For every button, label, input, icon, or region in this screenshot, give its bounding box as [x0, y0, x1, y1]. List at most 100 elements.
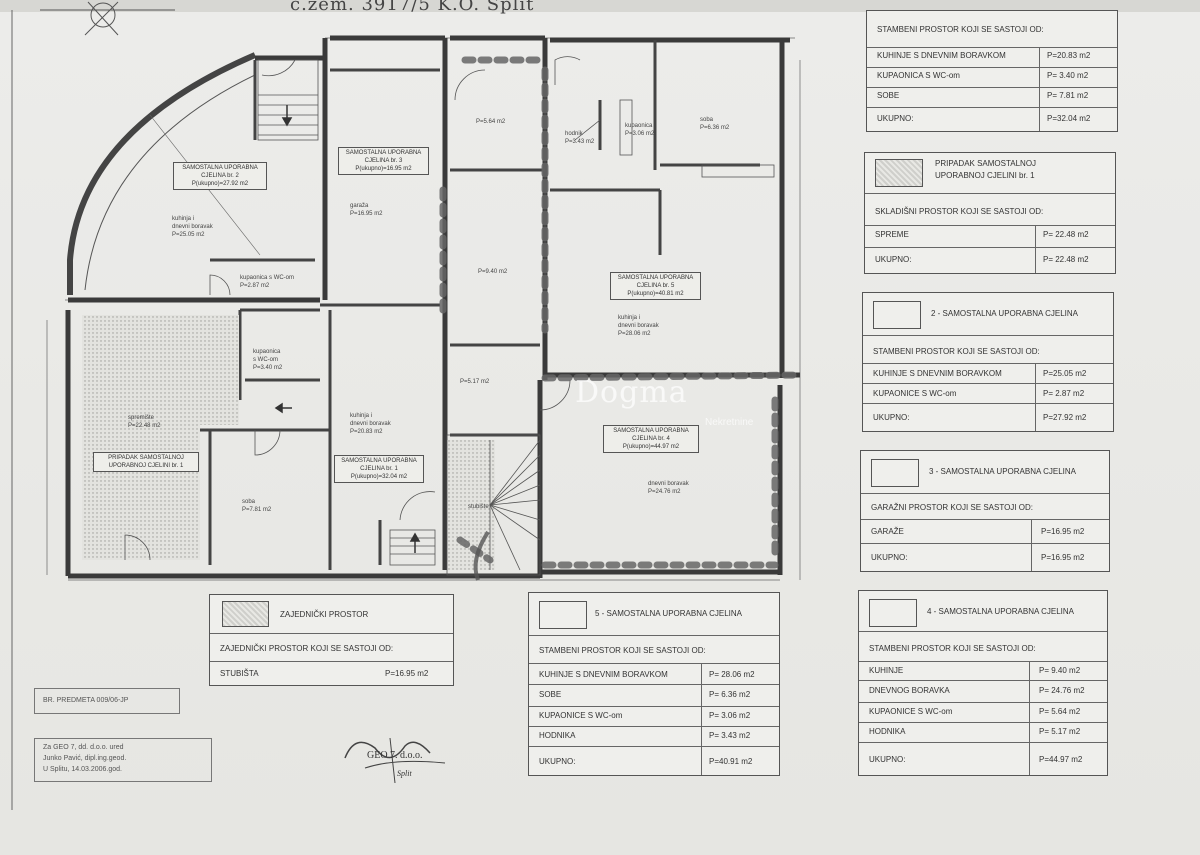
- t3-row0-label: GARAŽNI PROSTOR KOJI SE SASTOJI OD:: [871, 503, 1033, 512]
- room-kitchen-2: kuhinja i dnevni boravak P=25.05 m2: [172, 215, 213, 239]
- annex-row0-label: SKLADIŠNI PROSTOR KOJI SE SASTOJI OD:: [875, 207, 1044, 216]
- t1-row4-value: P=32.04 m2: [1047, 114, 1091, 123]
- room-hall-4: P=5.17 m2: [460, 378, 489, 386]
- unit1-line1: SAMOSTALNA UPORABNA: [341, 458, 417, 464]
- t2-row2-label: KUPAONICE S WC-om: [873, 389, 957, 398]
- annex-line1: PRIPADAK SAMOSTALNOJ: [108, 455, 184, 461]
- annex-row2-label: UKUPNO:: [875, 255, 912, 264]
- unit3-label-box: SAMOSTALNA UPORABNA CJELINA br. 3 P(ukup…: [338, 147, 429, 175]
- room-living-4-l2: P=24.76 m2: [648, 489, 681, 495]
- unit1-line2: CJELINA br. 1: [360, 466, 398, 472]
- t4-row5-value: P=44.97 m2: [1039, 755, 1083, 764]
- room-kitchen-1-l1: kuhinja i: [350, 413, 373, 419]
- room-bedroom-1: soba P=7.81 m2: [242, 498, 271, 514]
- unit3-swatch: [871, 459, 919, 487]
- t4-row3-value: P= 5.64 m2: [1039, 707, 1081, 716]
- annex-row1-value: P= 22.48 m2: [1043, 230, 1089, 239]
- t4-row1-label: KUHINJE: [869, 666, 904, 675]
- t5-row2-label: SOBE: [539, 690, 562, 699]
- t5-row4-value: P= 3.43 m2: [709, 731, 751, 740]
- tzaj-row1-value: P=16.95 m2: [385, 669, 429, 678]
- t5-row1-label: KUHINJE S DNEVNIM BORAVKOM: [539, 670, 668, 679]
- room-staircase-l1: stubište: [468, 504, 489, 510]
- t3-row2-value: P=16.95 m2: [1041, 553, 1085, 562]
- t2-row0-label: STAMBENI PROSTOR KOJI SE SASTOJI OD:: [873, 347, 1040, 356]
- office-line2: Junko Pavić, dipl.ing.geod.: [43, 755, 127, 762]
- t2-row1-value: P=25.05 m2: [1043, 369, 1087, 378]
- t1-row2-value: P= 3.40 m2: [1047, 71, 1089, 80]
- case-number: BR. PREDMETA 009/06-JP: [34, 688, 180, 714]
- tzaj-row1-label: STUBIŠTA: [220, 669, 259, 678]
- room-bath-2-l2: P=2.87 m2: [240, 283, 270, 289]
- unit5-label-box: SAMOSTALNA UPORABNA CJELINA br. 5 P(ukup…: [610, 272, 701, 300]
- room-garage-l1: garaža: [350, 203, 369, 209]
- room-bath-2: kupaonica s WC-om P=2.87 m2: [240, 274, 294, 290]
- t1-row0-label: STAMBENI PROSTOR KOJI SE SASTOJI OD:: [877, 25, 1044, 34]
- room-hall-4-l1: P=5.17 m2: [460, 379, 490, 385]
- room-bath-4: P=5.64 m2: [476, 118, 505, 126]
- room-kitchen-5: kuhinja i dnevni boravak P=28.06 m2: [618, 314, 659, 338]
- t1-row1-label: KUHINJE S DNEVNIM BORAVKOM: [877, 51, 1006, 60]
- room-bedroom-5: soba P=6.36 m2: [700, 116, 729, 132]
- t5-row4-label: HODNIKA: [539, 731, 576, 740]
- unit4-line3: P(ukupno)=44.97 m2: [622, 444, 680, 450]
- t4-row2-value: P= 24.76 m2: [1039, 686, 1085, 695]
- t5-row2-value: P= 6.36 m2: [709, 690, 751, 699]
- unit3-line3: P(ukupno)=16.95 m2: [355, 166, 412, 172]
- stamp-text: GEO 7. d.o.o.: [367, 750, 423, 761]
- room-kitchen-5-l3: P=28.06 m2: [618, 331, 651, 337]
- unit5-swatch: [539, 601, 587, 629]
- annex-title-l1: PRIPADAK SAMOSTALNOJ: [935, 159, 1037, 168]
- room-storage: spremište P=22.48 m2: [128, 414, 161, 430]
- t2-row3-label: UKUPNO:: [873, 413, 910, 422]
- watermark-brand: Dogma: [575, 375, 688, 410]
- tzaj-title: ZAJEDNIČKI PROSTOR: [280, 610, 369, 619]
- room-bedroom-5-l2: P=6.36 m2: [700, 125, 730, 131]
- room-staircase: stubište: [468, 503, 489, 511]
- t1-row4-label: UKUPNO:: [877, 114, 914, 123]
- unit2-line1: SAMOSTALNA UPORABNA: [182, 165, 258, 171]
- t1-row3-value: P= 7.81 m2: [1047, 91, 1089, 100]
- t5-row3-label: KUPAONICE S WC-om: [539, 711, 623, 720]
- room-bath-1-l1: kupaonica: [253, 349, 281, 355]
- room-storage-l2: P=22.48 m2: [128, 423, 161, 429]
- unit5-line3: P(ukupno)=40.81 m2: [627, 291, 684, 297]
- unit1-line3: P(ukupno)=32.04 m2: [350, 474, 408, 480]
- tzaj-row0-label: ZAJEDNIČKI PROSTOR KOJI SE SASTOJI OD:: [220, 644, 394, 653]
- room-kitchen-5-l2: dnevni boravak: [618, 323, 659, 329]
- room-kitchen-1-l2: dnevni boravak: [350, 421, 391, 427]
- unit2-line2: CJELINA br. 2: [201, 173, 239, 179]
- unit4-line1: SAMOSTALNA UPORABNA: [613, 428, 689, 434]
- room-kitchen-2-l1: kuhinja i: [172, 216, 195, 222]
- t4-row1-value: P= 9.40 m2: [1039, 666, 1081, 675]
- t3-row2-label: UKUPNO:: [871, 553, 908, 562]
- t4-row3-label: KUPAONICE S WC-om: [869, 707, 953, 716]
- room-bedroom-5-l1: soba: [700, 117, 714, 123]
- room-bath-2-l1: kupaonica s WC-om: [240, 275, 295, 281]
- room-storage-l1: spremište: [128, 415, 155, 421]
- t4-row5-label: UKUPNO:: [869, 755, 906, 764]
- office-line3: U Splitu, 14.03.2006.god.: [43, 766, 123, 773]
- t5-title: 5 - SAMOSTALNA UPORABNA CJELINA: [595, 609, 743, 618]
- t4-row4-value: P= 5.17 m2: [1039, 727, 1081, 736]
- room-hall-5-l2: P=3.43 m2: [565, 139, 595, 145]
- t1-row3-label: SOBE: [877, 91, 900, 100]
- t5-row0-label: STAMBENI PROSTOR KOJI SE SASTOJI OD:: [539, 646, 706, 655]
- t4-row0-label: STAMBENI PROSTOR KOJI SE SASTOJI OD:: [869, 644, 1036, 653]
- table-unit3: 3 - SAMOSTALNA UPORABNA CJELINA GARAŽNI …: [860, 450, 1110, 572]
- unit4-label-box: SAMOSTALNA UPORABNA CJELINA br. 4 P(ukup…: [603, 425, 699, 453]
- room-bedroom-1-l1: soba: [242, 499, 256, 505]
- room-kitchen-5-l1: kuhinja i: [618, 315, 641, 321]
- room-living-4-l1: dnevni boravak: [648, 481, 689, 487]
- t2-row2-value: P= 2.87 m2: [1043, 389, 1085, 398]
- room-bath-1: kupaonica s WC-om P=3.40 m2: [253, 348, 282, 372]
- t1-row2-label: KUPAONICA S WC-om: [877, 71, 960, 80]
- t2-row3-value: P=27.92 m2: [1043, 413, 1087, 422]
- annex-swatch: [875, 159, 923, 187]
- room-bath-1-l2: s WC-om: [253, 357, 278, 363]
- t3-row1-value: P=16.95 m2: [1041, 527, 1085, 536]
- room-living-4: dnevni boravak P=24.76 m2: [648, 480, 689, 496]
- room-kitchen-2-l3: P=25.05 m2: [172, 232, 205, 238]
